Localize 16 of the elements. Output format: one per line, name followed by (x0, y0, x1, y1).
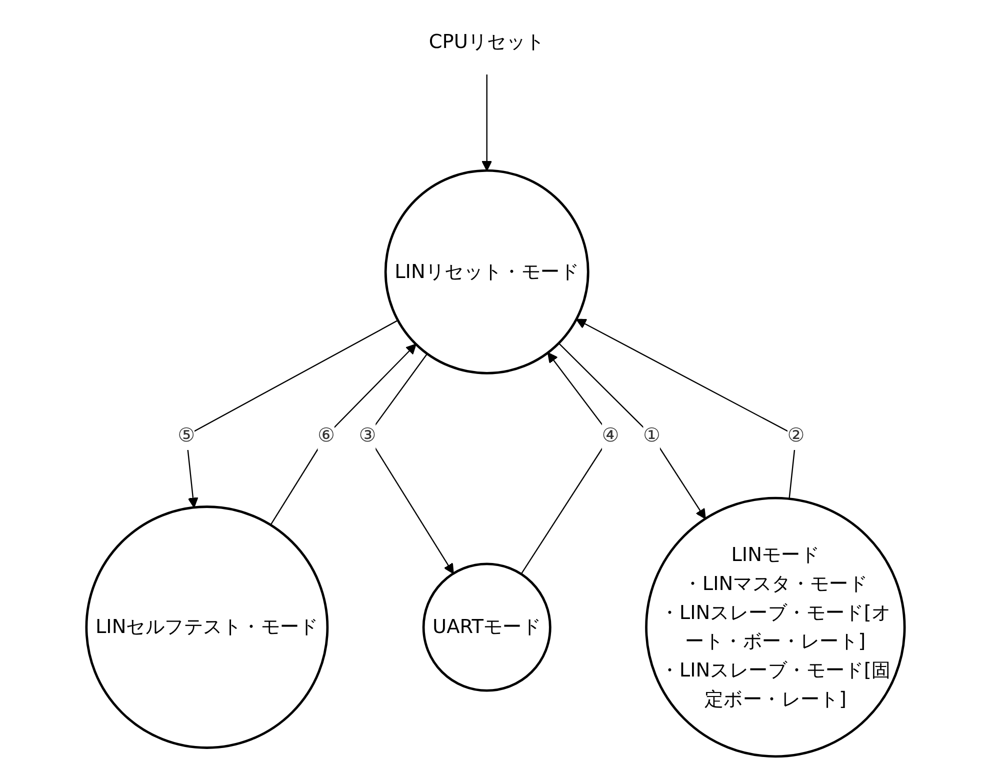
node-circle: LINリセット・モード (384, 169, 590, 374)
edge-label: ① (643, 424, 660, 446)
edge-label: ④ (602, 424, 620, 446)
edge-label: ③ (358, 424, 376, 446)
arrow (482, 74, 492, 172)
node-circle: UARTモード (422, 562, 552, 692)
node-text: CPUリセット (428, 30, 545, 53)
arrow (558, 342, 706, 520)
node-circle: LINセルフテスト・モード (85, 506, 329, 749)
edge-label: ⑥ (318, 424, 335, 446)
arrow (270, 344, 416, 526)
arrow (186, 320, 398, 508)
node-circle: LINモード ・LINマスタ・モード ・LINスレーブ・モード[オート・ボー・レート] ・LINスレーブ・モード[固定ボー・レート] (645, 496, 906, 758)
edge-label: ⑤ (178, 424, 195, 446)
arrow (576, 318, 797, 499)
edge-label: ② (787, 424, 805, 446)
